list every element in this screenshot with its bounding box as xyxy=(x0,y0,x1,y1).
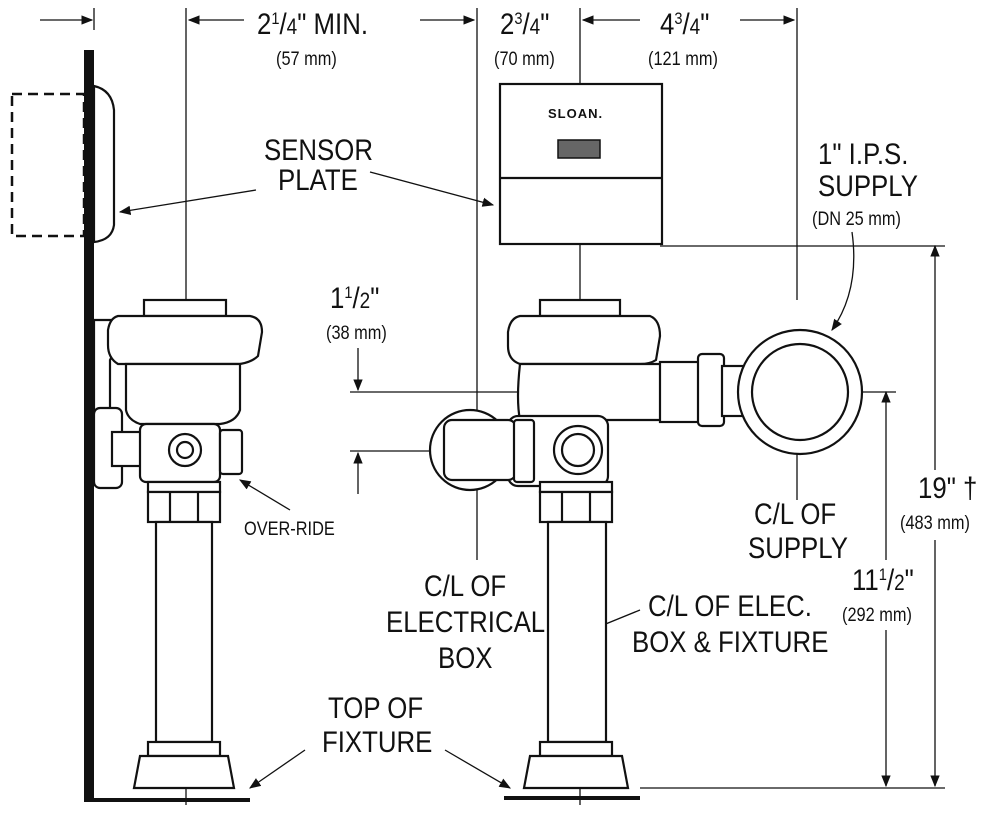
side-view xyxy=(10,50,264,802)
sensor-plate-label-1: SENSOR xyxy=(264,134,373,167)
cl-elec-fixture-label-2: BOX & FIXTURE xyxy=(632,626,829,659)
cl-electrical-label-2: ELECTRICAL xyxy=(386,606,546,639)
sensor-window xyxy=(557,139,601,159)
ips-supply-label-1: 1" I.P.S. xyxy=(818,138,909,171)
front-view xyxy=(428,82,864,800)
cl-supply-label-2: SUPPLY xyxy=(748,532,848,565)
ips-supply-metric: (DN 25 mm) xyxy=(812,209,901,230)
front-sensor-plate xyxy=(498,82,664,246)
sloan-logo: SLOAN. xyxy=(548,106,604,121)
top-fixture-label-2: FIXTURE xyxy=(322,726,433,759)
total-height-dimension: 19" † xyxy=(918,472,978,505)
override-height-dimension: 11/2" xyxy=(330,282,380,315)
cl-electrical-label-1: C/L OF xyxy=(424,570,507,603)
override-height-metric: (38 mm) xyxy=(326,323,387,344)
top-fixture-label-1: TOP OF xyxy=(328,692,424,725)
cl-electrical-label-3: BOX xyxy=(438,642,493,675)
override-label: OVER-RIDE xyxy=(244,519,335,540)
min-offset-dimension: 21/4" MIN. xyxy=(257,8,368,41)
total-height-metric: (483 mm) xyxy=(900,513,970,534)
side-sensor-plate xyxy=(92,84,116,244)
ips-supply-label-2: SUPPLY xyxy=(818,170,918,203)
plate-width-metric: (70 mm) xyxy=(494,49,555,70)
cl-elec-fixture-label-1: C/L OF ELEC. xyxy=(648,590,812,623)
recessed-box xyxy=(10,92,86,238)
wall xyxy=(84,50,94,802)
sensor-plate-label-2: PLATE xyxy=(278,164,358,197)
plate-width-dimension: 23/4" xyxy=(500,8,550,41)
min-offset-metric: (57 mm) xyxy=(276,49,337,70)
supply-offset-dimension: 43/4" xyxy=(660,8,710,41)
supply-height-dimension: 111/2" xyxy=(852,564,914,597)
supply-offset-metric: (121 mm) xyxy=(648,49,718,70)
cl-supply-label-1: C/L OF xyxy=(754,498,837,531)
supply-height-metric: (292 mm) xyxy=(842,605,912,626)
